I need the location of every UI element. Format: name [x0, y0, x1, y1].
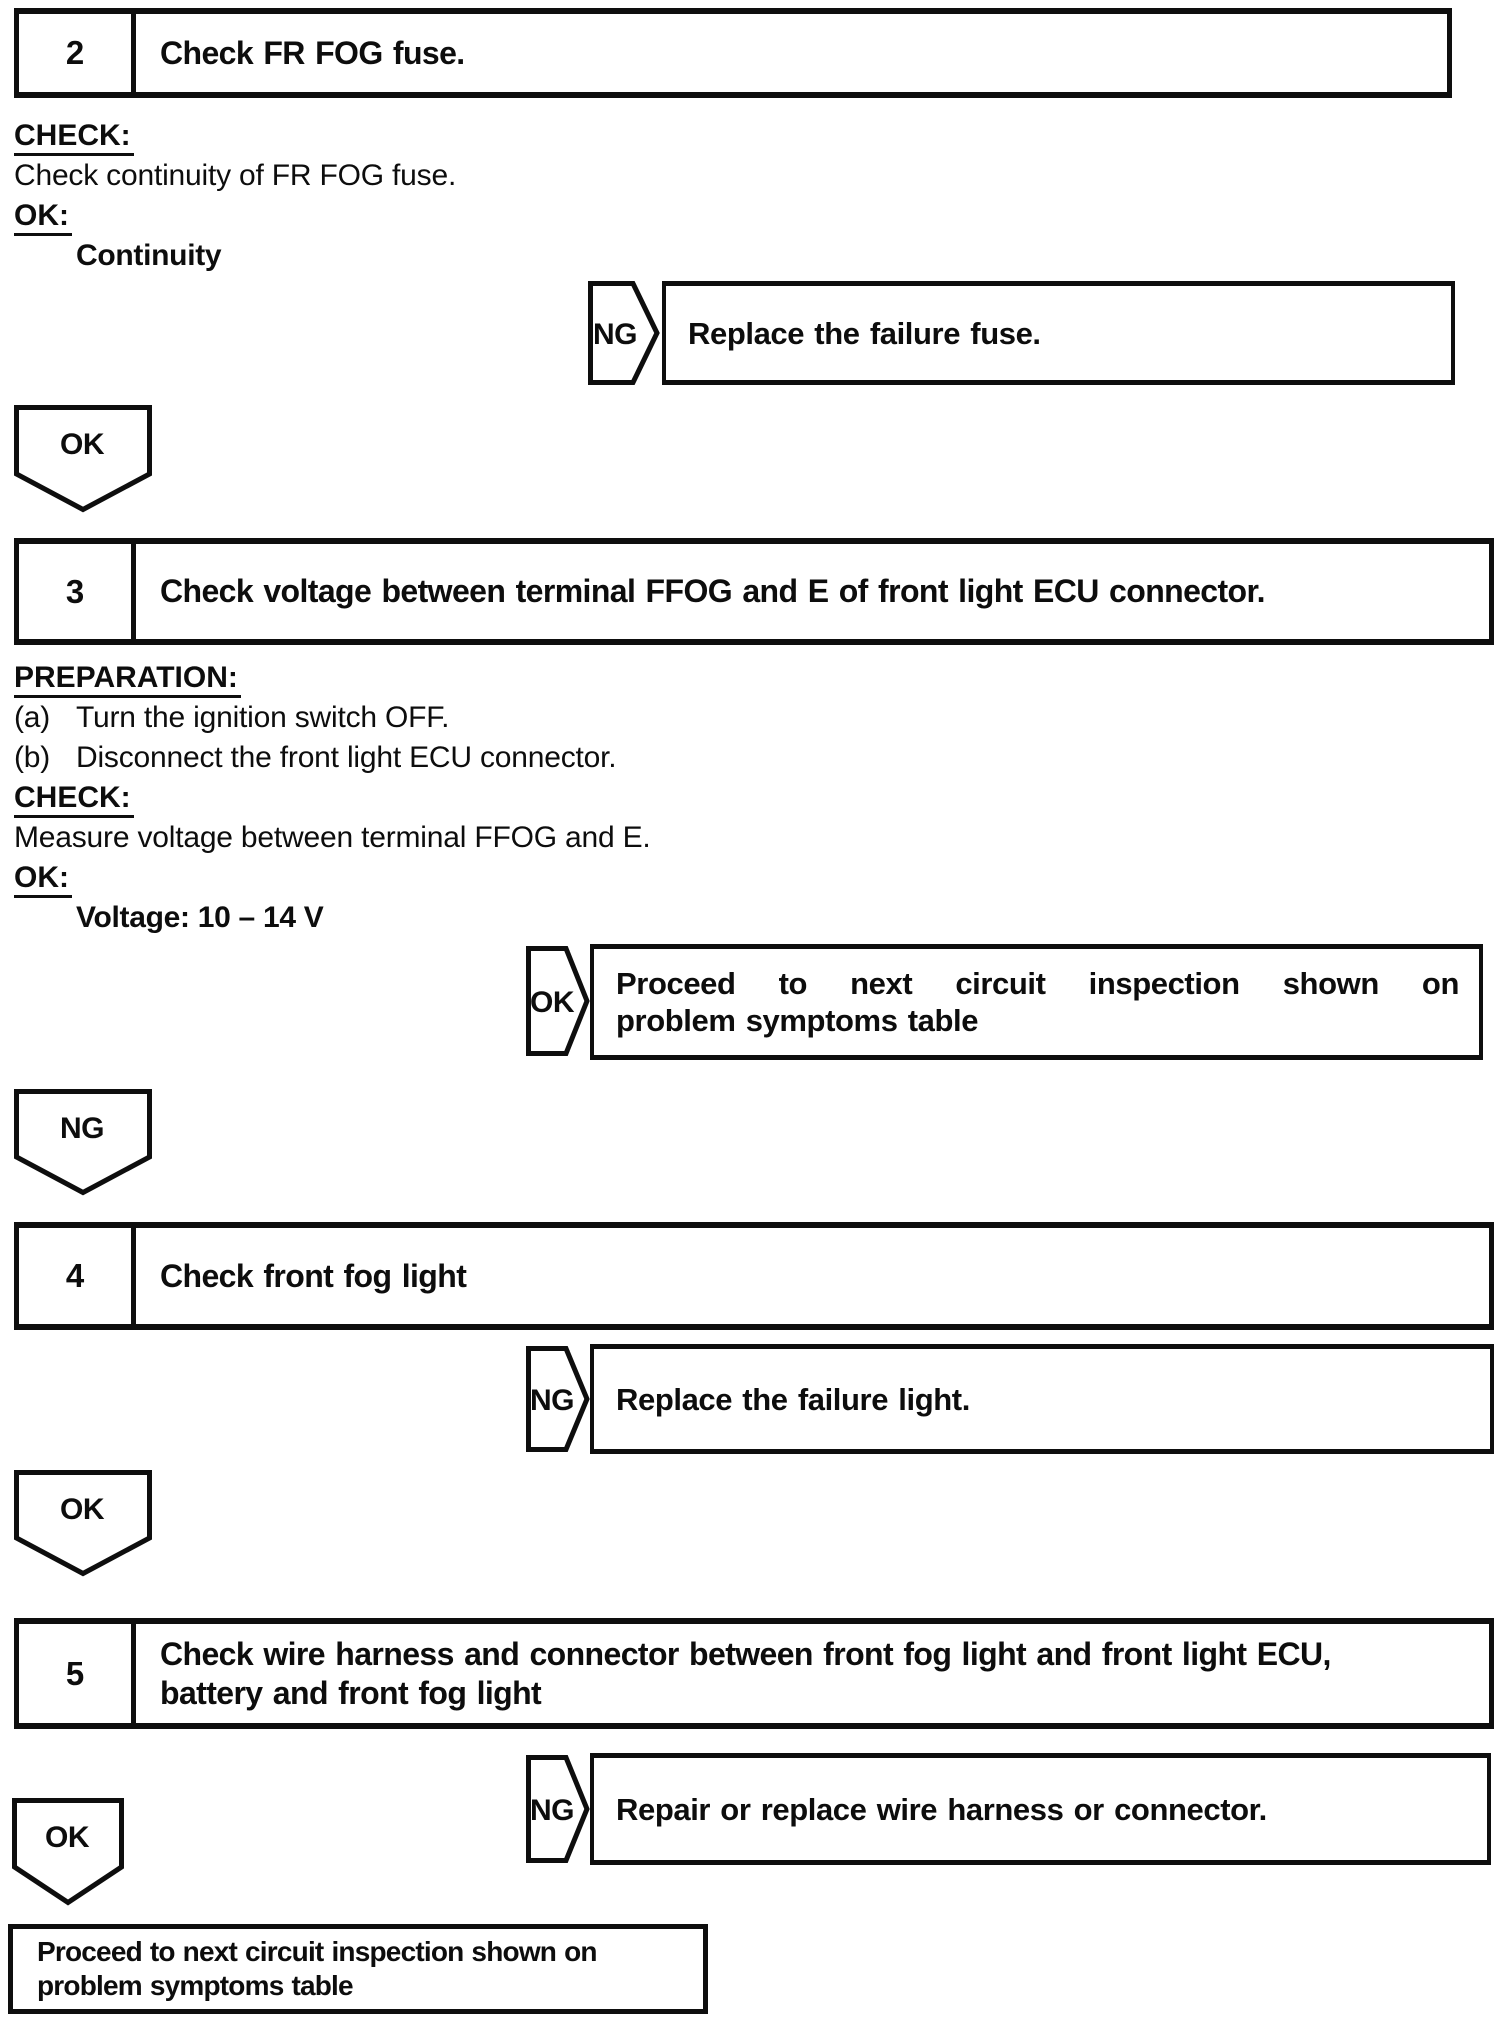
step-3-ok-value: Voltage: 10 – 14 V	[76, 901, 324, 934]
step-3-title: Check voltage between terminal FFOG and …	[160, 573, 1265, 609]
result-repair-harness-text: Repair or replace wire harness or connec…	[616, 1791, 1267, 1827]
step-2-ok-value: Continuity	[76, 239, 222, 272]
step-2-title: Check FR FOG fuse.	[160, 34, 465, 71]
step-5-title-line-2: battery and front fog light	[160, 1674, 542, 1711]
step-4-header-box: 4 Check front fog light	[14, 1222, 1494, 1330]
ng-connector-arrow-harness: NG	[526, 1755, 590, 1863]
step-3-prep-b-text: Disconnect the front light ECU connector…	[76, 741, 617, 774]
ok-connector-down-1: OK	[14, 405, 152, 513]
step-3-prep-b-marker: (b)	[14, 741, 51, 774]
ng-badge-label: NG	[593, 318, 637, 351]
step-3-number: 3	[19, 544, 136, 639]
step-3-check-label: CHECK:	[14, 781, 134, 818]
final-proceed-line-2: problem symptoms table	[37, 1970, 354, 2001]
result-proceed-line-1: Proceed to next circuit inspection shown…	[616, 966, 1459, 1001]
result-proceed-line-2: problem symptoms table	[616, 1003, 979, 1038]
step-3-prep-a-text: Turn the ignition switch OFF.	[76, 701, 450, 734]
ok-connector-arrow-proceed: OK	[526, 946, 590, 1056]
ng-badge-label: NG	[530, 1384, 574, 1417]
ok-badge-label: OK	[530, 986, 575, 1019]
step-4-title: Check front fog light	[160, 1257, 467, 1294]
result-box-replace-fuse: Replace the failure fuse.	[662, 281, 1455, 385]
step-3-details: PREPARATION: (a) Turn the ignition switc…	[14, 658, 651, 938]
step-3-ok-label: OK:	[14, 861, 72, 898]
step-3-prep-a: (a) Turn the ignition switch OFF.	[14, 698, 651, 738]
step-2-number: 2	[19, 14, 136, 92]
ng-badge-label: NG	[60, 1112, 104, 1145]
step-3-prep-b: (b) Disconnect the front light ECU conne…	[14, 738, 651, 778]
step-4-number: 4	[19, 1228, 136, 1324]
ok-connector-down-3: OK	[12, 1798, 124, 1906]
result-box-repair-harness: Repair or replace wire harness or connec…	[590, 1753, 1491, 1865]
ok-badge-label: OK	[60, 428, 105, 461]
result-box-proceed: Proceed to next circuit inspection shown…	[590, 944, 1483, 1060]
step-5-title-line-1: Check wire harness and connector between…	[160, 1635, 1331, 1672]
step-2-header-box: 2 Check FR FOG fuse.	[14, 8, 1452, 98]
step-5-number: 5	[19, 1624, 136, 1723]
ok-connector-down-2: OK	[14, 1470, 152, 1577]
step-3-preparation-label: PREPARATION:	[14, 661, 241, 698]
step-2-details: CHECK: Check continuity of FR FOG fuse. …	[14, 116, 456, 276]
final-proceed-box: Proceed to next circuit inspection shown…	[8, 1924, 708, 2014]
result-replace-light-text: Replace the failure light.	[616, 1381, 970, 1417]
ng-connector-arrow-fuse: NG	[588, 281, 660, 385]
result-box-replace-light: Replace the failure light.	[590, 1344, 1494, 1454]
step-5-title: Check wire harness and connector between…	[136, 1624, 1489, 1723]
step-3-header-box: 3 Check voltage between terminal FFOG an…	[14, 538, 1494, 645]
final-proceed-line-1: Proceed to next circuit inspection shown…	[37, 1936, 597, 1967]
ng-connector-arrow-light: NG	[526, 1346, 590, 1452]
ok-badge-label: OK	[60, 1493, 105, 1526]
ok-badge-label: OK	[45, 1821, 90, 1854]
step-2-check-text: Check continuity of FR FOG fuse.	[14, 159, 457, 192]
result-replace-fuse-text: Replace the failure fuse.	[688, 315, 1041, 351]
step-3-check-text: Measure voltage between terminal FFOG an…	[14, 821, 651, 854]
step-2-check-label: CHECK:	[14, 119, 134, 156]
ng-connector-down-1: NG	[14, 1089, 152, 1196]
ng-badge-label: NG	[530, 1794, 574, 1827]
step-2-ok-label: OK:	[14, 199, 72, 236]
step-5-header-box: 5 Check wire harness and connector betwe…	[14, 1618, 1494, 1729]
step-3-prep-a-marker: (a)	[14, 701, 51, 734]
